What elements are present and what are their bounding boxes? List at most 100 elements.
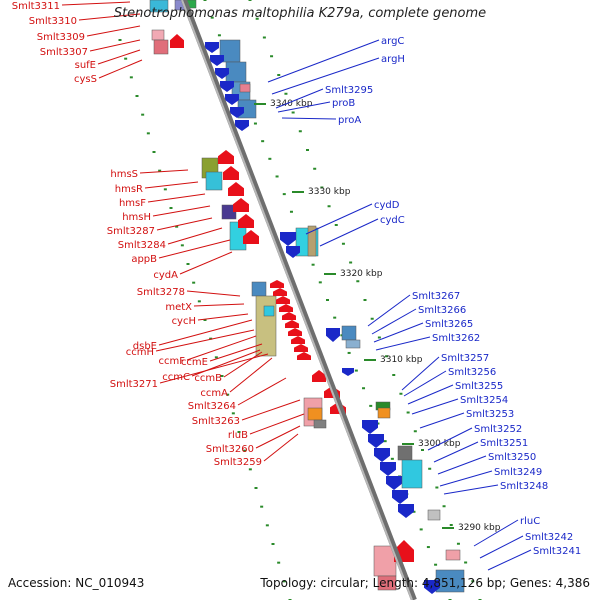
guide-dot (428, 467, 432, 470)
right-gene-label: Smlt3252 (474, 424, 522, 435)
guide-dot (369, 404, 373, 407)
reverse-gene-arrow (280, 232, 296, 246)
forward-gene-arrow (297, 352, 311, 360)
left-label-leader (78, 13, 141, 21)
reverse-gene-arrow (225, 94, 239, 105)
right-label-leader (443, 484, 499, 495)
left-gene-label: hmsF (119, 198, 146, 209)
guide-dot (370, 317, 374, 320)
forward-gene-arrow (233, 198, 249, 212)
left-gene-label: ccmB (194, 373, 222, 384)
guide-dot (255, 17, 259, 20)
left-gene-label: Smlt3260 (206, 444, 254, 455)
left-gene-label: Smlt3278 (137, 287, 185, 298)
guide-dot (254, 487, 258, 489)
gene-block (205, 171, 223, 191)
gene-block (149, 0, 169, 13)
reverse-gene-arrow (374, 448, 390, 462)
genome-backbone-highlight (181, 0, 413, 600)
left-gene-label: Smlt3259 (214, 457, 262, 468)
guide-dot (311, 263, 315, 266)
left-gene-label: ccmH (126, 347, 154, 358)
kbp-tick-label: 3330 kbp (308, 187, 351, 197)
guide-dot (377, 336, 381, 339)
guide-dot (203, 0, 207, 1)
gene-block (251, 281, 267, 297)
forward-gene-arrow (276, 296, 290, 304)
left-label-leader (186, 335, 257, 361)
right-label-leader (375, 336, 431, 351)
guide-dot (356, 280, 360, 283)
right-label-leader (281, 117, 337, 120)
gene-block (401, 459, 423, 489)
reverse-gene-arrow (342, 368, 354, 376)
left-gene-label: Smlt3287 (107, 226, 155, 237)
kbp-tick-label: 3290 kbp (458, 523, 501, 533)
right-label-leader (367, 294, 411, 327)
left-label-leader (98, 59, 143, 79)
left-label-leader (61, 1, 131, 6)
guide-dot (186, 263, 190, 265)
left-label-leader (155, 329, 255, 352)
forward-gene-arrow (279, 304, 293, 312)
guide-dot (326, 299, 329, 301)
guide-dot (209, 337, 213, 340)
gene-block (307, 407, 323, 421)
reverse-gene-arrow (368, 434, 384, 448)
right-gene-label: argC (381, 36, 404, 47)
guide-dot (284, 92, 288, 95)
right-label-leader (411, 398, 459, 415)
guide-dot (175, 225, 179, 228)
guide-dot (220, 375, 224, 377)
guide-dot (435, 486, 439, 489)
right-gene-label: Smlt3241 (533, 546, 581, 557)
right-gene-label: Smlt3295 (325, 85, 373, 96)
guide-dot (392, 374, 396, 376)
gene-block (153, 39, 169, 55)
left-label-leader (158, 239, 231, 259)
right-label-leader (319, 218, 379, 247)
guide-dot (277, 561, 281, 564)
left-label-leader (86, 25, 141, 37)
left-gene-label: cycH (172, 316, 196, 327)
left-label-leader (144, 181, 199, 189)
left-label-leader (249, 413, 305, 435)
left-gene-label: Smlt3309 (37, 32, 85, 43)
left-gene-label: ccmA (200, 388, 228, 399)
left-gene-label: Smlt3263 (192, 416, 240, 427)
left-label-leader (139, 169, 189, 174)
guide-dot (347, 351, 351, 354)
guide-dot (419, 528, 423, 531)
guide-dot (248, 468, 252, 471)
guide-dot (197, 300, 201, 303)
right-gene-label: Smlt3242 (525, 532, 573, 543)
guide-dot (349, 261, 353, 264)
left-gene-label: cydA (153, 270, 178, 281)
right-gene-label: Smlt3248 (500, 481, 548, 492)
guide-dot (313, 167, 317, 170)
right-label-leader (403, 370, 447, 397)
guide-dot (217, 34, 221, 37)
left-label-leader (229, 357, 273, 393)
left-gene-label: Smlt3311 (12, 1, 60, 12)
right-label-leader (487, 549, 532, 571)
gene-block (151, 29, 165, 41)
right-label-leader (305, 203, 373, 235)
left-label-leader (209, 343, 263, 362)
guide-dot (406, 411, 410, 414)
left-label-leader (156, 217, 213, 231)
right-gene-label: cydD (374, 200, 400, 211)
forward-gene-arrow (294, 344, 308, 352)
guide-dot (334, 224, 338, 226)
right-label-leader (401, 356, 440, 391)
guide-dot (262, 36, 266, 39)
reverse-gene-arrow (205, 42, 219, 53)
guide-dot (270, 55, 274, 58)
forward-gene-arrow (291, 336, 305, 344)
left-label-leader (147, 193, 206, 203)
forward-gene-arrow (243, 230, 259, 244)
left-gene-label: ccmE (181, 357, 208, 368)
guide-dot (237, 431, 241, 433)
guide-dot (434, 563, 438, 566)
